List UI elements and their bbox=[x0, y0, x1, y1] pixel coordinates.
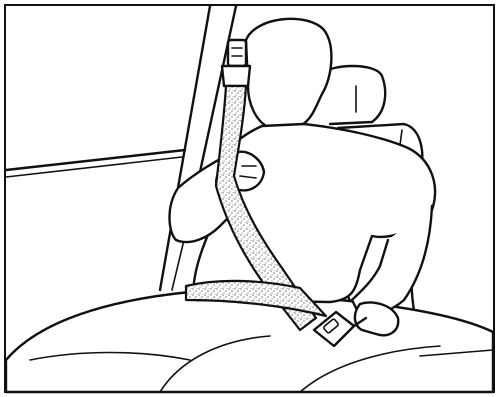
headrest bbox=[322, 66, 385, 124]
